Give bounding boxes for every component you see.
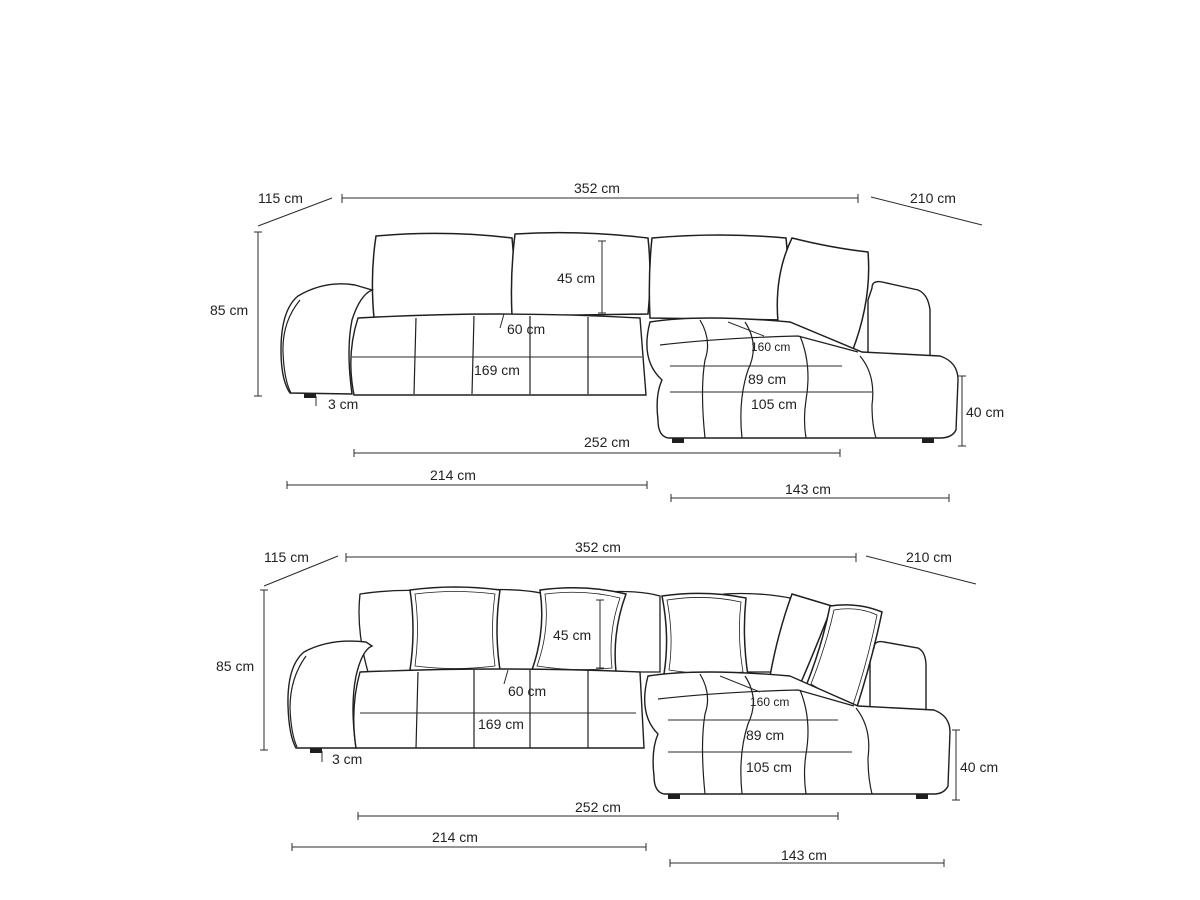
seat-seam [415,671,419,749]
chaise-seam [799,335,809,439]
sofa-drawing [280,231,959,443]
chaise-width-inner-label: 89 cm [748,371,786,387]
dimension-labels: 115 cm 352 cm 210 cm 85 cm 45 cm 60 cm 1… [216,539,998,863]
chaise-seat [643,671,951,795]
sofa-drawing [287,586,951,799]
foot-height-label: 3 cm [328,396,358,412]
main-seat [353,668,645,749]
chaise-seat [646,317,959,439]
sofa-foot [310,748,322,753]
chaise-seat-depth-label: 160 cm [751,340,790,354]
chaise-seam [740,675,754,795]
height-total-label: 85 cm [210,302,248,318]
chaise-seam [657,689,855,707]
sofa-foot [916,794,928,799]
backrest-height-label: 45 cm [557,270,595,286]
back-cushion [371,232,515,319]
length-total-label: 352 cm [574,180,620,196]
sofa-view-bottom: 115 cm 352 cm 210 cm 85 cm 45 cm 60 cm 1… [216,539,998,867]
depth-chaise-label: 210 cm [910,190,956,206]
throw-pillow [409,586,501,674]
sofa-foot [668,794,680,799]
seat-width-main-label: 169 cm [474,362,520,378]
pillow-piping [666,597,744,674]
sofa-foot [304,393,316,398]
foot-height-label: 3 cm [332,751,362,767]
seat-width-main-label: 169 cm [478,716,524,732]
seat-seam [413,317,417,395]
chaise-seam [699,319,709,439]
left-arm [287,640,374,749]
seat-depth-label: 60 cm [508,683,546,699]
height-total-label: 85 cm [216,658,254,674]
main-seat [350,313,647,396]
seat-height-label: 40 cm [960,759,998,775]
seat-seam [471,315,475,395]
chaise-seam [659,335,859,353]
left-arm-seam [289,655,307,748]
depth-arm-label: 115 cm [258,190,303,206]
chaise-seam [799,689,809,795]
sofa-foot [672,438,684,443]
dimension-lines [254,194,983,502]
left-arm [280,283,375,395]
chaise-width-inner-label: 89 cm [746,727,784,743]
length-main-label: 214 cm [430,467,476,483]
seat-depth-label: 60 cm [507,321,545,337]
right-back-arm [869,640,927,711]
right-back-arm [867,280,931,359]
depth-chaise-label: 210 cm [906,549,952,565]
seat-height-label: 40 cm [966,404,1004,420]
chaise-seam [855,707,873,795]
sofa-view-top: 115 cm 352 cm 210 cm 85 cm 45 cm 60 cm 1… [210,180,1004,502]
length-chaise-label: 143 cm [781,847,827,863]
pillow-piping [536,591,621,670]
chaise-width-label: 105 cm [751,396,797,412]
length-main-label: 214 cm [432,829,478,845]
length-seat-label: 252 cm [584,434,630,450]
pillow-piping [414,591,496,669]
chaise-seam [859,355,877,439]
length-seat-label: 252 cm [575,799,621,815]
length-chaise-label: 143 cm [785,481,831,497]
length-total-label: 352 cm [575,539,621,555]
depth-arm-label: 115 cm [264,549,309,565]
throw-pillow [661,592,749,679]
chaise-seat-depth-label: 160 cm [750,695,789,709]
sofa-foot [922,438,934,443]
back-cushion [648,234,789,321]
chaise-seam [699,673,709,795]
backrest-height-label: 45 cm [553,627,591,643]
left-arm-seam [282,299,301,394]
dimension-labels: 115 cm 352 cm 210 cm 85 cm 45 cm 60 cm 1… [210,180,1004,497]
chaise-seam [740,321,754,439]
dimension-lines [260,553,977,867]
chaise-width-label: 105 cm [746,759,792,775]
